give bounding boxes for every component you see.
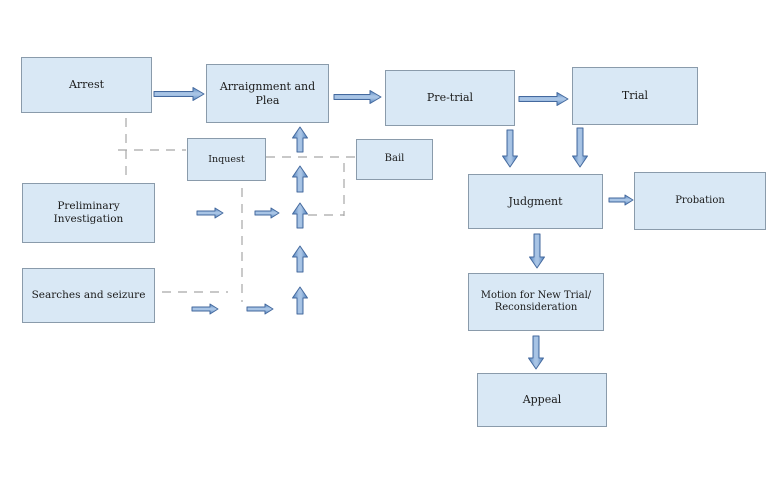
node-bail-label: Bail <box>384 153 405 165</box>
arrow-judgment-to-probation <box>608 194 634 206</box>
node-pre-trial: Pre-trial <box>385 70 515 126</box>
arrow-pretrial-to-judgment <box>502 129 518 168</box>
node-motion-for-new-trial-label: Motion for New Trial/ Reconsideration <box>480 289 592 314</box>
small-right-arrow-prelim-1 <box>196 207 224 219</box>
node-probation-label: Probation <box>675 194 725 206</box>
node-bail: Bail <box>356 139 433 180</box>
arrow-motion-to-appeal <box>528 335 544 370</box>
small-right-arrow-prelim-2 <box>254 207 280 219</box>
node-motion-for-new-trial: Motion for New Trial/ Reconsideration <box>468 273 604 331</box>
up-arrow-3 <box>292 202 308 229</box>
node-appeal-label: Appeal <box>522 393 562 407</box>
node-preliminary-investigation-label: Preliminary Investigation <box>53 199 124 225</box>
up-arrow-4 <box>292 245 308 273</box>
node-appeal: Appeal <box>477 373 607 427</box>
node-preliminary-investigation: Preliminary Investigation <box>22 183 155 243</box>
node-probation: Probation <box>634 172 766 230</box>
arrow-pretrial-to-trial <box>518 92 569 106</box>
node-judgment: Judgment <box>468 174 603 229</box>
node-arraignment-and-plea: Arraignment and Plea <box>206 64 329 123</box>
arrow-judgment-to-motion <box>529 233 545 269</box>
arrow-arraignment-to-pretrial <box>333 90 382 104</box>
node-arrest-label: Arrest <box>68 78 105 92</box>
node-judgment-label: Judgment <box>508 194 563 208</box>
node-pre-trial-label: Pre-trial <box>426 91 474 105</box>
up-arrow-1 <box>292 126 308 153</box>
up-arrow-5 <box>292 286 308 315</box>
small-right-arrow-searches-2 <box>246 303 274 315</box>
node-inquest: Inquest <box>187 138 266 181</box>
small-right-arrow-searches-1 <box>191 303 219 315</box>
node-trial: Trial <box>572 67 698 125</box>
node-arrest: Arrest <box>21 57 152 113</box>
arrow-trial-to-judgment <box>572 127 588 168</box>
node-inquest-label: Inquest <box>208 153 245 165</box>
up-arrow-2 <box>292 165 308 193</box>
node-arraignment-and-plea-label: Arraignment and Plea <box>219 79 316 107</box>
arrow-arrest-to-arraignment <box>153 87 205 101</box>
node-searches-and-seizure: Searches and seizure <box>22 268 155 323</box>
node-searches-and-seizure-label: Searches and seizure <box>31 288 146 301</box>
node-trial-label: Trial <box>621 89 649 103</box>
